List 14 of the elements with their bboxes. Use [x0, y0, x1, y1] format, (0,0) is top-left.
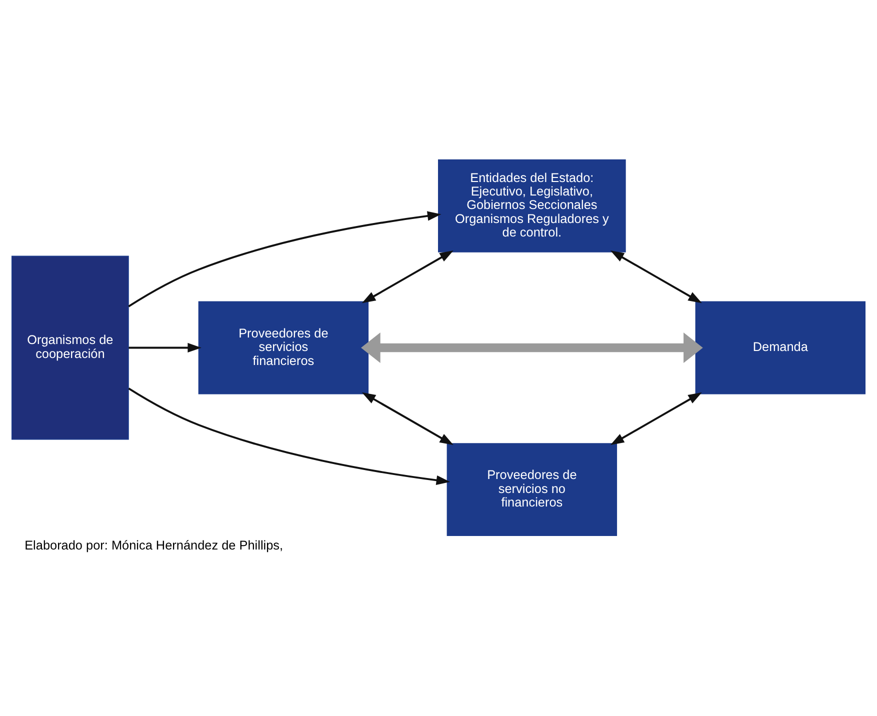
arrow — [362, 250, 454, 303]
node-box: Demanda — [695, 300, 866, 394]
node-box: Proveedores de servicios financieros — [198, 300, 369, 394]
arrow — [128, 210, 442, 307]
arrow — [128, 387, 450, 484]
arrow — [128, 342, 202, 352]
node-box: Entidades del Estado: Ejecutivo, Legislativo, Gobiernos Seccionales Organismos Reguladores y de control. — [438, 158, 626, 252]
arrow — [362, 392, 454, 444]
arrow — [610, 392, 702, 444]
node-box: Proveedores de servicios no financieros — [446, 442, 618, 536]
arrow — [610, 250, 702, 303]
node-box: Organismos de cooperación — [12, 255, 129, 440]
arrow — [361, 332, 703, 362]
caption: Elaborado por: Mónica Hernández de Phillips, — [24, 537, 284, 552]
